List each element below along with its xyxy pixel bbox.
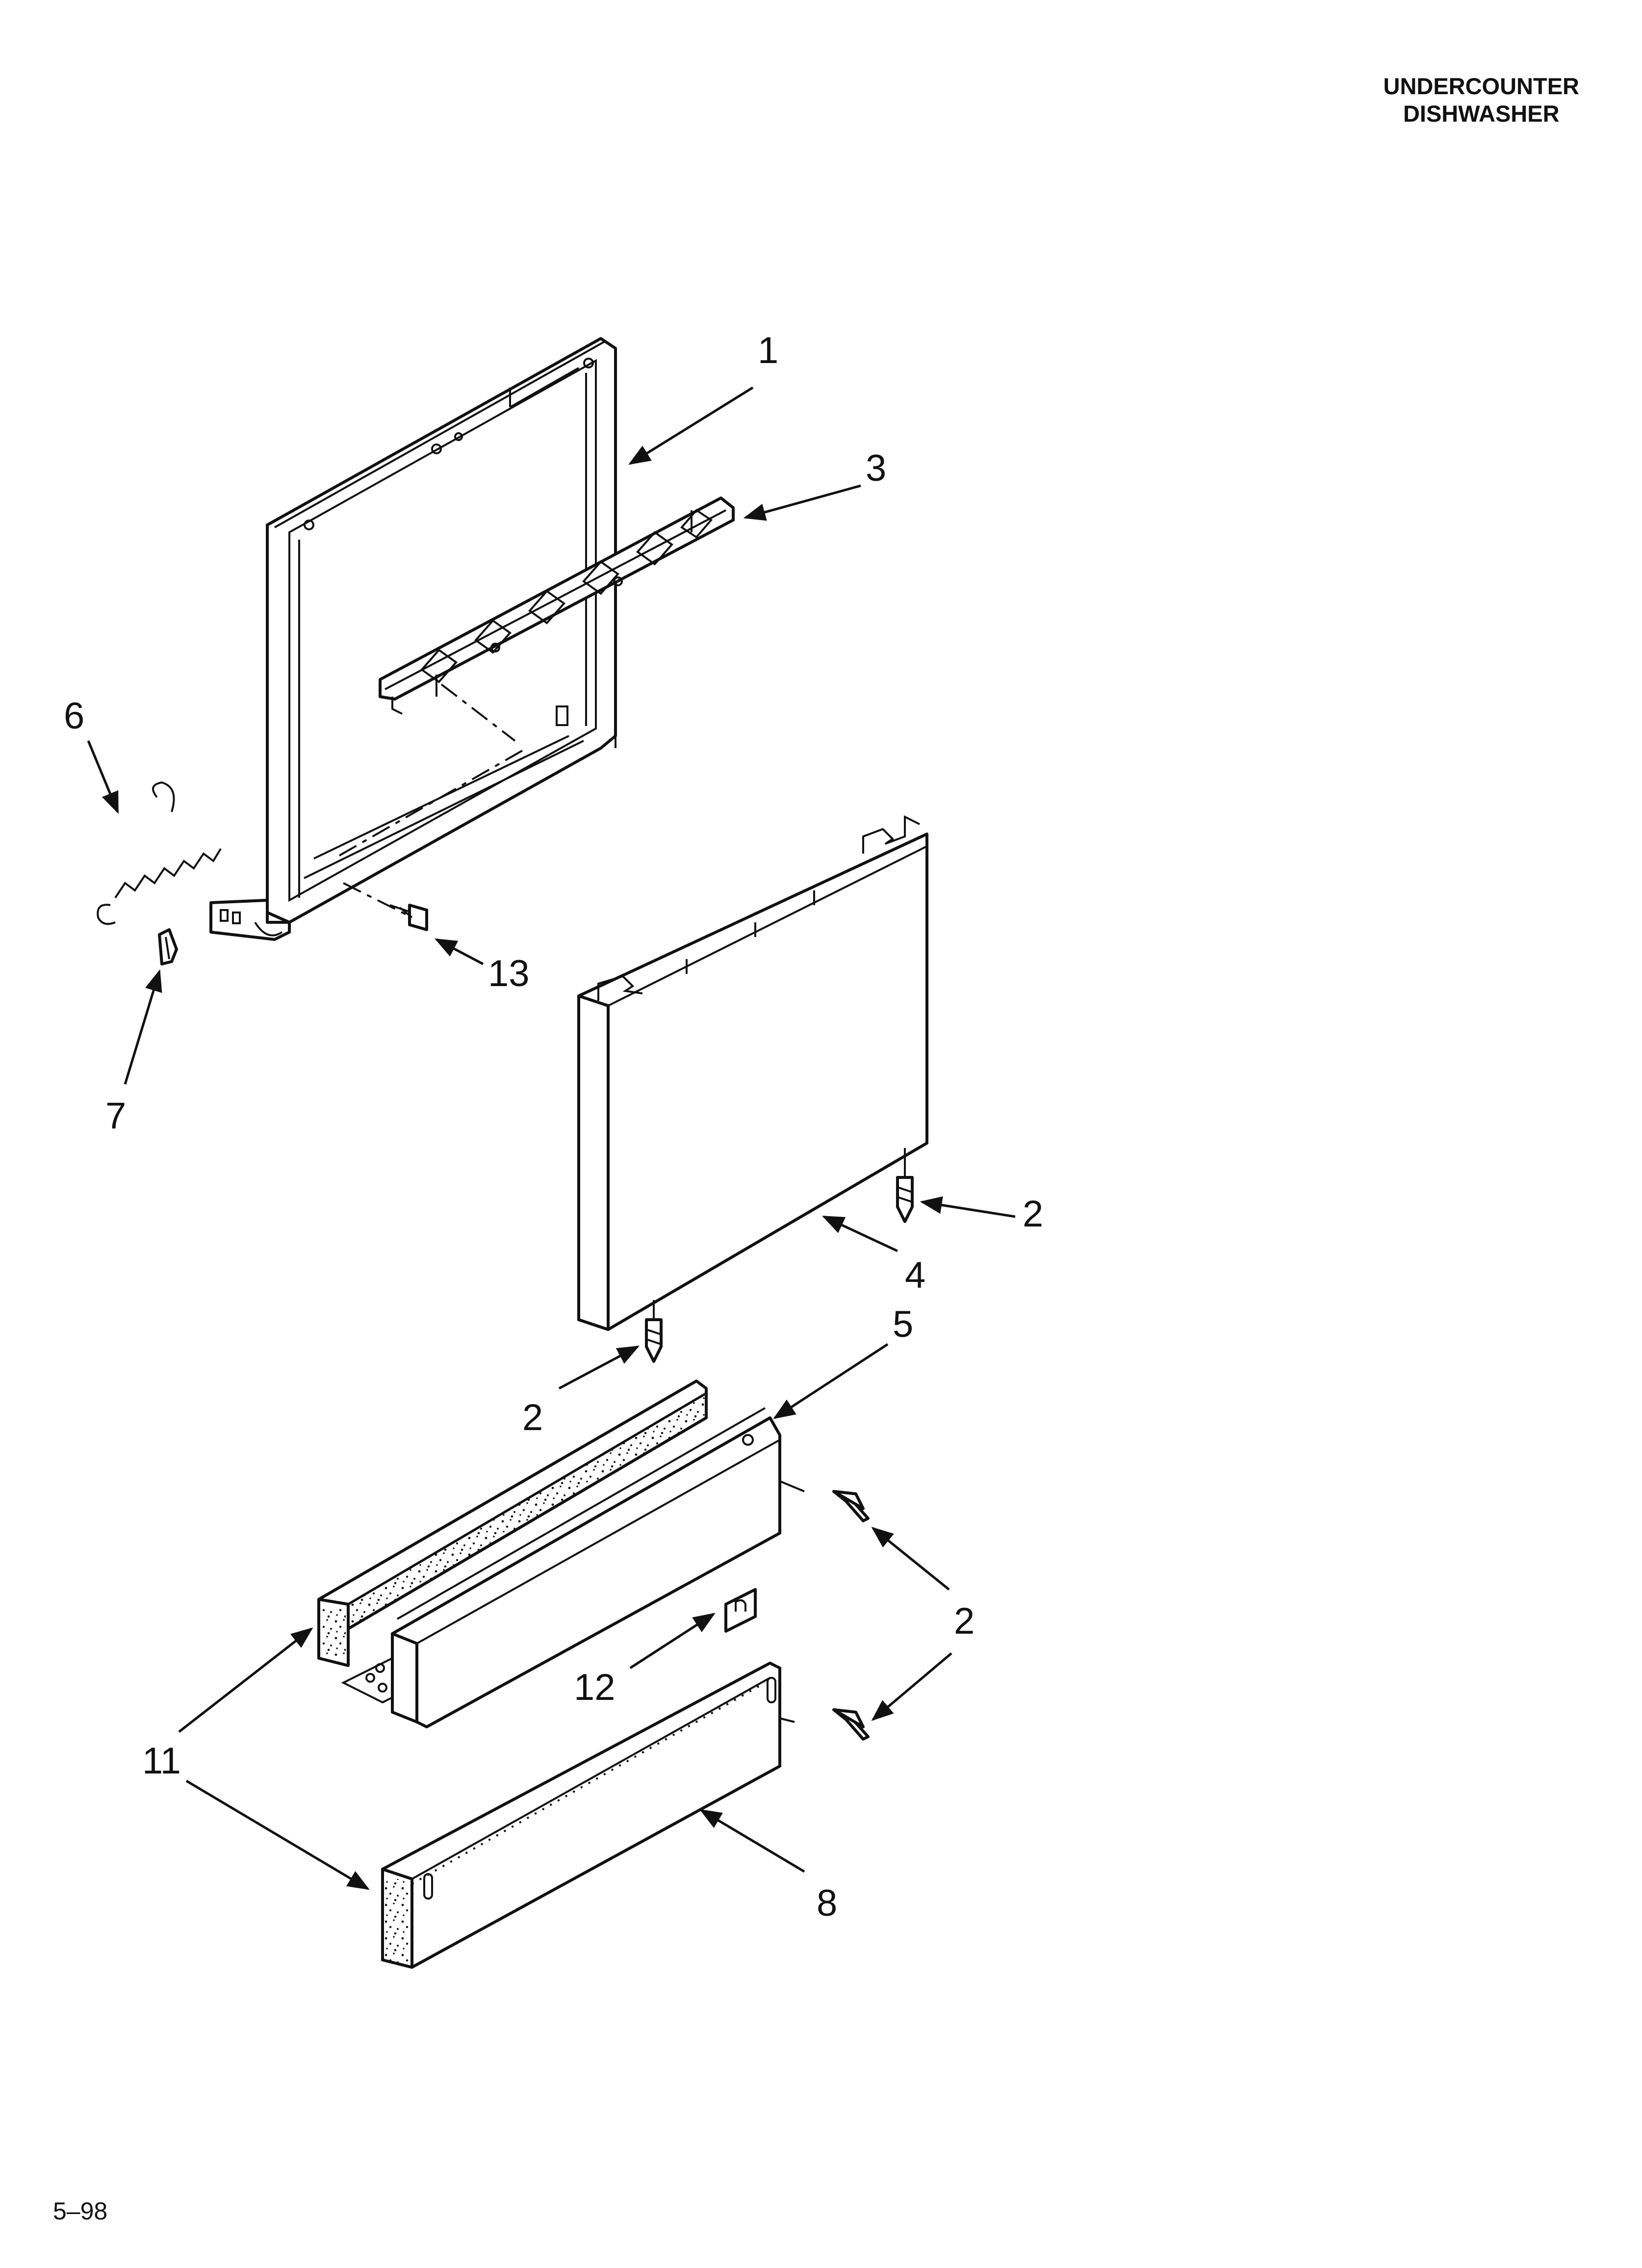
- callout-7: 7: [105, 1095, 126, 1137]
- kick-plate-part-8: [381, 1662, 781, 1969]
- callout-2-right: 2: [954, 1600, 975, 1642]
- clip-part-12: [724, 1588, 757, 1633]
- screw-part-2-bottom: [774, 1708, 870, 1741]
- door-frame-part-1: [209, 337, 617, 941]
- title-line-1: UNDERCOUNTER: [1383, 73, 1580, 99]
- title-line-2: DISHWASHER: [1403, 101, 1560, 127]
- screw-part-2-lower-left: [645, 1300, 663, 1363]
- callout-6: 6: [64, 695, 84, 737]
- callout-12: 12: [574, 1667, 616, 1708]
- callout-3: 3: [866, 447, 886, 489]
- callout-2-left: 2: [522, 1397, 543, 1438]
- screw-part-13: [389, 904, 428, 931]
- callout-8: 8: [817, 1882, 837, 1924]
- spring-part-6: [97, 781, 222, 925]
- door-panel-part-4: [577, 815, 928, 1331]
- callout-4: 4: [905, 1254, 925, 1296]
- assembly-lines: [338, 683, 523, 923]
- callout-labels: 1 3 6 13 7 2 4 5 2 2 12 11 8: [64, 330, 1043, 1924]
- rail-part-3: [379, 496, 735, 715]
- callout-11: 11: [142, 1740, 181, 1782]
- callout-13: 13: [488, 953, 530, 994]
- callout-5: 5: [893, 1303, 913, 1345]
- screw-part-2-upper: [896, 1148, 914, 1223]
- screw-part-2-right: [774, 1478, 870, 1522]
- callout-1: 1: [758, 330, 778, 371]
- insulation-part-11-upper: [317, 1380, 708, 1667]
- revision-code: 5–98: [53, 2197, 108, 2225]
- leader-lines: [87, 386, 1016, 1890]
- toe-panel-part-5: [341, 1407, 781, 1728]
- callout-2-upper: 2: [1023, 1193, 1043, 1235]
- diagram-title: UNDERCOUNTER DISHWASHER: [1384, 73, 1580, 128]
- clip-part-7: [158, 928, 178, 965]
